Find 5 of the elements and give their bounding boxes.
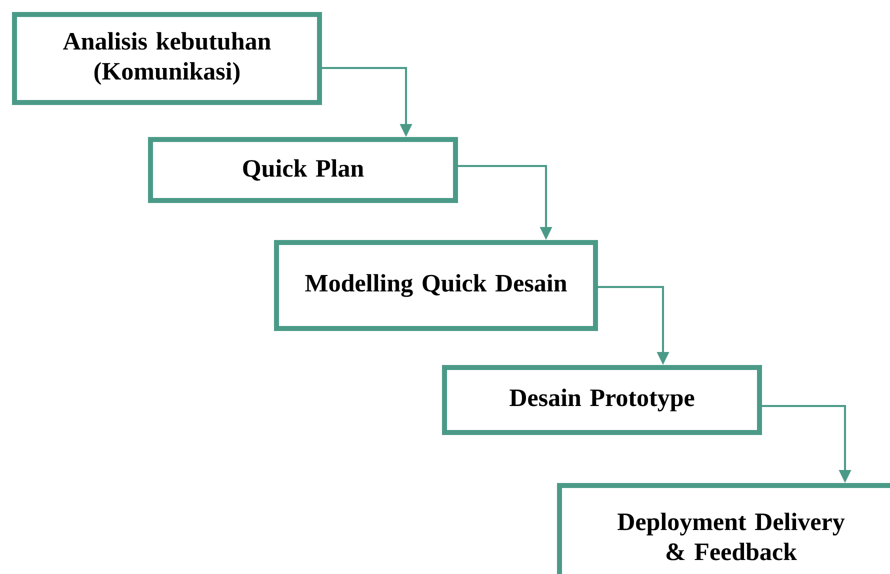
- process-box: Desain Prototype: [442, 365, 762, 435]
- process-box: Deployment Delivery & Feedback: [557, 483, 890, 574]
- process-box: Analisis kebutuhan (Komunikasi): [12, 12, 322, 105]
- process-box: Modelling Quick Desain: [274, 240, 598, 331]
- process-box: Quick Plan: [148, 137, 458, 203]
